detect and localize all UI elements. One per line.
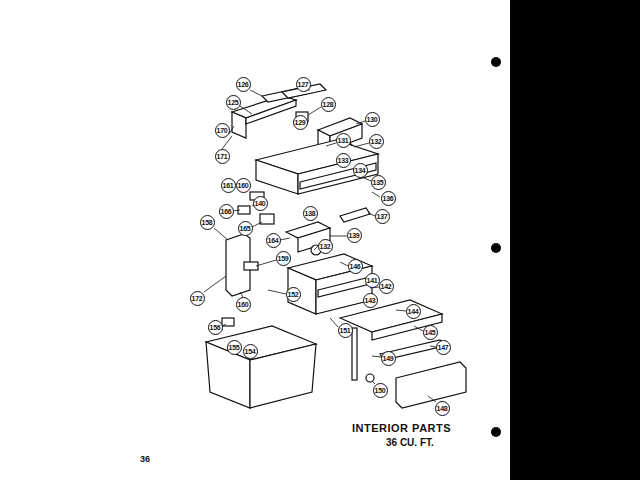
callout-number: 146 bbox=[348, 259, 363, 274]
callout-number: 152 bbox=[286, 287, 301, 302]
callout-number: 127 bbox=[296, 77, 311, 92]
callout-number: 135 bbox=[371, 175, 386, 190]
callout-number: 140 bbox=[253, 196, 268, 211]
callout-number: 151 bbox=[338, 323, 353, 338]
callout-number: 160 bbox=[236, 178, 251, 193]
callout-number: 138 bbox=[303, 206, 318, 221]
callout-number: 150 bbox=[373, 383, 388, 398]
callout-number: 134 bbox=[353, 163, 368, 178]
callout-number: 166 bbox=[219, 204, 234, 219]
callout-number: 126 bbox=[236, 77, 251, 92]
callout-number: 171 bbox=[215, 149, 230, 164]
callout-number: 160 bbox=[236, 297, 251, 312]
callout-number: 148 bbox=[435, 401, 450, 416]
callout-number: 170 bbox=[215, 123, 230, 138]
diagram-caption: 36 CU. FT. bbox=[386, 437, 434, 448]
callout-number: 137 bbox=[375, 209, 390, 224]
callout-number: 159 bbox=[276, 251, 291, 266]
callout-number: 129 bbox=[293, 115, 308, 130]
callout-number: 132 bbox=[369, 134, 384, 149]
callout-number: 130 bbox=[365, 112, 380, 127]
callout-number: 128 bbox=[321, 97, 336, 112]
callout-number: 154 bbox=[243, 344, 258, 359]
callout-number: 156 bbox=[208, 320, 223, 335]
callout-number: 145 bbox=[423, 325, 438, 340]
callout-number: 143 bbox=[363, 293, 378, 308]
callout-number: 139 bbox=[347, 228, 362, 243]
callout-number: 144 bbox=[406, 304, 421, 319]
callout-number: 141 bbox=[365, 273, 380, 288]
callout-number: 142 bbox=[379, 279, 394, 294]
callout-number: 136 bbox=[381, 191, 396, 206]
callout-number: 147 bbox=[436, 340, 451, 355]
page-number: 36 bbox=[140, 454, 150, 464]
callout-number: 131 bbox=[336, 133, 351, 148]
diagram-title: INTERIOR PARTS bbox=[352, 422, 451, 434]
callout-number: 155 bbox=[227, 340, 242, 355]
callout-number: 125 bbox=[226, 95, 241, 110]
callout-number: 172 bbox=[190, 291, 205, 306]
callout-number: 164 bbox=[266, 233, 281, 248]
callout-number: 161 bbox=[221, 178, 236, 193]
callout-number: 149 bbox=[381, 351, 396, 366]
callout-number: 158 bbox=[200, 215, 215, 230]
callout-number: 165 bbox=[238, 221, 253, 236]
callout-number: 132 bbox=[318, 239, 333, 254]
callout-number: 133 bbox=[336, 153, 351, 168]
